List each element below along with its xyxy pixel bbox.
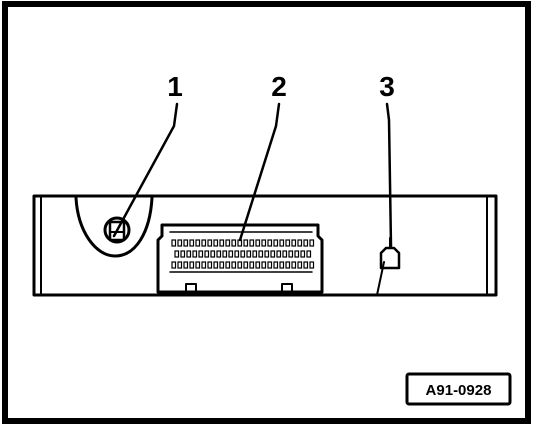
housing-body bbox=[32, 194, 498, 297]
connector-pin bbox=[237, 261, 243, 269]
connector-pin bbox=[177, 261, 183, 269]
connector-pin bbox=[306, 250, 312, 258]
connector-pin bbox=[276, 250, 282, 258]
connector-pin bbox=[255, 261, 261, 269]
mounting-bolt-washer bbox=[103, 216, 131, 244]
connector-pin bbox=[189, 261, 195, 269]
connector-pin bbox=[270, 250, 276, 258]
ground-terminal bbox=[379, 246, 401, 270]
connector-pin bbox=[171, 239, 177, 247]
connector-pin bbox=[219, 261, 225, 269]
connector-pin bbox=[231, 239, 237, 247]
reference-code-frame bbox=[405, 372, 512, 406]
connector-pin bbox=[258, 250, 264, 258]
connector-pin bbox=[309, 261, 315, 269]
connector-pin bbox=[243, 261, 249, 269]
connector-pin bbox=[279, 261, 285, 269]
connector-pin bbox=[273, 261, 279, 269]
leader-lines bbox=[112, 102, 393, 248]
connector-pin bbox=[261, 239, 267, 247]
reference-code-box: A91-0928 bbox=[405, 372, 512, 406]
connector-pin bbox=[282, 250, 288, 258]
connector-pin bbox=[192, 250, 198, 258]
connector-pin bbox=[219, 239, 225, 247]
connector-pin bbox=[273, 239, 279, 247]
connector-latch-right bbox=[281, 283, 293, 293]
connector-pin bbox=[216, 250, 222, 258]
callout-label-3: 3 bbox=[379, 71, 395, 102]
connector-pin bbox=[279, 239, 285, 247]
connector-pin bbox=[261, 261, 267, 269]
connector-pin bbox=[303, 261, 309, 269]
connector-pin bbox=[249, 261, 255, 269]
connector-pin bbox=[171, 261, 177, 269]
connector-pin bbox=[297, 261, 303, 269]
connector-pin bbox=[285, 239, 291, 247]
connector-pin bbox=[252, 250, 258, 258]
connector-pin bbox=[213, 261, 219, 269]
connector-pin bbox=[300, 250, 306, 258]
connector-pin bbox=[210, 250, 216, 258]
mounting-bolt-head bbox=[108, 220, 126, 242]
connector-pin bbox=[228, 250, 234, 258]
outer-frame bbox=[2, 1, 531, 424]
connector-pin bbox=[303, 239, 309, 247]
mounting-boss-arc bbox=[74, 196, 154, 258]
connector-pin bbox=[204, 250, 210, 258]
connector-pin-rows bbox=[171, 239, 315, 269]
connector-pin bbox=[207, 261, 213, 269]
connector-pin bbox=[291, 261, 297, 269]
connector-pin bbox=[309, 239, 315, 247]
connector-pin bbox=[207, 239, 213, 247]
leader-line-1 bbox=[112, 102, 179, 238]
connector-pin bbox=[231, 261, 237, 269]
connector-pin bbox=[189, 239, 195, 247]
connector-housing bbox=[156, 223, 324, 294]
connector-pin bbox=[291, 239, 297, 247]
callout-label-2: 2 bbox=[271, 71, 287, 102]
connector-pin bbox=[243, 239, 249, 247]
connector-pin bbox=[201, 261, 207, 269]
connector-pin bbox=[213, 239, 219, 247]
connector-pin bbox=[225, 261, 231, 269]
connector-pin bbox=[294, 250, 300, 258]
connector-pin bbox=[222, 250, 228, 258]
callout-label-1: 1 bbox=[167, 71, 183, 102]
connector-pin bbox=[288, 250, 294, 258]
connector-pin bbox=[183, 239, 189, 247]
connector-pin bbox=[255, 239, 261, 247]
connector-pin bbox=[201, 239, 207, 247]
connector-pin bbox=[198, 250, 204, 258]
connector-pin bbox=[186, 250, 192, 258]
reference-code-label: A91-0928 bbox=[426, 382, 492, 399]
connector-pin bbox=[240, 250, 246, 258]
connector-pin bbox=[267, 261, 273, 269]
connector-pin bbox=[195, 261, 201, 269]
connector-pin bbox=[267, 239, 273, 247]
connector-pin bbox=[234, 250, 240, 258]
connector-pin bbox=[183, 261, 189, 269]
connector-pin bbox=[177, 239, 183, 247]
connector-pin bbox=[174, 250, 180, 258]
connector-pin bbox=[195, 239, 201, 247]
leader-line-3 bbox=[385, 102, 393, 248]
connector-pin bbox=[225, 239, 231, 247]
connector-pin bbox=[297, 239, 303, 247]
connector-pin bbox=[246, 250, 252, 258]
leader-line-2 bbox=[238, 102, 281, 242]
connector-pin bbox=[264, 250, 270, 258]
connector-pin bbox=[285, 261, 291, 269]
connector-pin bbox=[180, 250, 186, 258]
connector-latch-left bbox=[185, 283, 197, 293]
connector-pin bbox=[249, 239, 255, 247]
control-module-housing bbox=[32, 194, 498, 297]
